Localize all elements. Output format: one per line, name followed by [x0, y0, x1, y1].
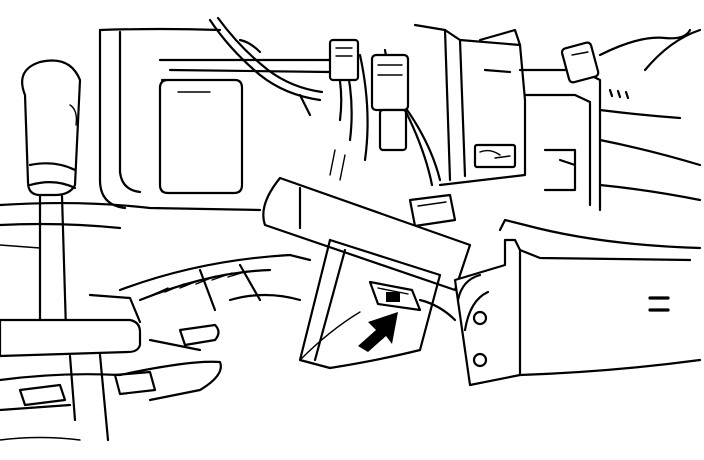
relay-bracket [413, 23, 527, 187]
dash-lower-edge [0, 201, 262, 249]
dash-vent-panel [158, 78, 244, 195]
pedal [148, 323, 220, 352]
kick-panel-bracket [453, 218, 702, 387]
wire-connector-right [408, 193, 457, 228]
floor-mat [118, 253, 312, 312]
wire-connector-left [328, 38, 360, 82]
top-right-plug [560, 28, 692, 84]
wiring-harness [208, 16, 442, 187]
shift-lever [21, 59, 82, 332]
shift-boot-frame [0, 293, 222, 442]
steering-column [262, 176, 472, 370]
right-dash-structure [518, 28, 702, 212]
arrow-icon [358, 312, 398, 352]
wire-connector-center [370, 53, 410, 152]
connector-under-column [368, 280, 457, 322]
